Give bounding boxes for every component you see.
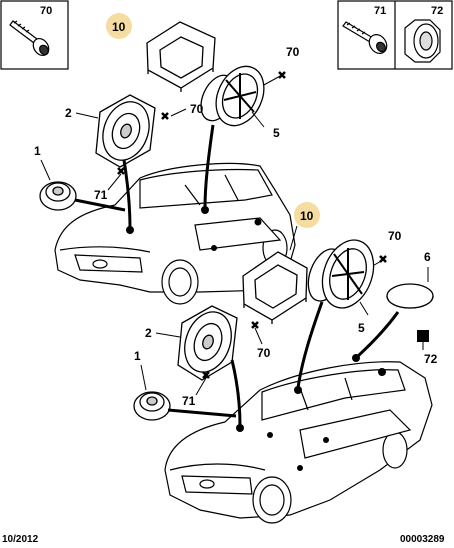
leader-tweeter-top <box>74 198 126 212</box>
speaker-location-dots-top <box>126 206 262 251</box>
cover-6 <box>386 283 434 309</box>
leader-tweeter-bottom <box>167 408 237 418</box>
screw-70-mid-number: 70 <box>190 102 204 116</box>
screw-icon <box>9 20 50 56</box>
cover-6-number: 6 <box>424 250 431 264</box>
seal-10-top-number: 10 <box>112 20 126 34</box>
cap-72-box-number: 72 <box>431 5 443 17</box>
screw-71-box-number: 71 <box>374 5 386 17</box>
clip-71-top-number: 71 <box>94 188 108 202</box>
leader-speaker5-top <box>203 124 215 209</box>
screw-70-box: 70 <box>0 0 69 70</box>
cap-72-icon <box>404 19 441 63</box>
speaker-2-top-number: 2 <box>65 106 72 120</box>
screw-marker-70-top: 70 <box>261 45 300 87</box>
seal-10-top: 10 <box>106 13 216 92</box>
leader-cover-bottom <box>356 311 400 358</box>
screw-70-box-number: 70 <box>40 5 52 17</box>
footer-ref: 00003289 <box>400 534 445 545</box>
speaker-5-top <box>200 65 265 128</box>
screw-70-bottom-number: 70 <box>388 229 402 243</box>
speaker-5-top-number: 5 <box>273 126 280 140</box>
screw-70-top-number: 70 <box>286 45 300 59</box>
leader-speaker2-top <box>122 159 132 229</box>
footer-date: 10/2012 <box>2 534 39 545</box>
speaker-5-bottom-number: 5 <box>358 321 365 335</box>
speaker-2-top <box>95 94 156 168</box>
clip-71-bottom-number: 71 <box>182 394 196 408</box>
tweeter-1-bottom-number: 1 <box>134 349 141 363</box>
leader-speaker2-bottom <box>230 359 242 427</box>
tweeter-1-top <box>39 181 77 211</box>
speaker-5-bottom <box>307 239 375 316</box>
screw-70-lower-number: 70 <box>257 346 271 360</box>
tweeter-1-top-number: 1 <box>34 144 41 158</box>
screw-71-cap-72-box: 71 72 <box>337 0 453 70</box>
speaker-2-bottom-number: 2 <box>145 326 152 340</box>
hatchback-car <box>54 162 296 305</box>
seal-10-bottom-highlight <box>294 202 320 228</box>
bracket-72-icon <box>417 330 429 342</box>
seal-10-top-highlight <box>106 13 132 39</box>
bracket-72-number: 72 <box>424 352 438 366</box>
seal-10-bottom: 10 <box>242 202 320 324</box>
speaker-2-bottom <box>177 305 238 381</box>
screw-71-icon <box>342 21 388 54</box>
tweeter-1-bottom <box>133 391 171 421</box>
leader-speaker5-bottom <box>296 301 324 389</box>
seal-10-bottom-number: 10 <box>300 209 314 223</box>
